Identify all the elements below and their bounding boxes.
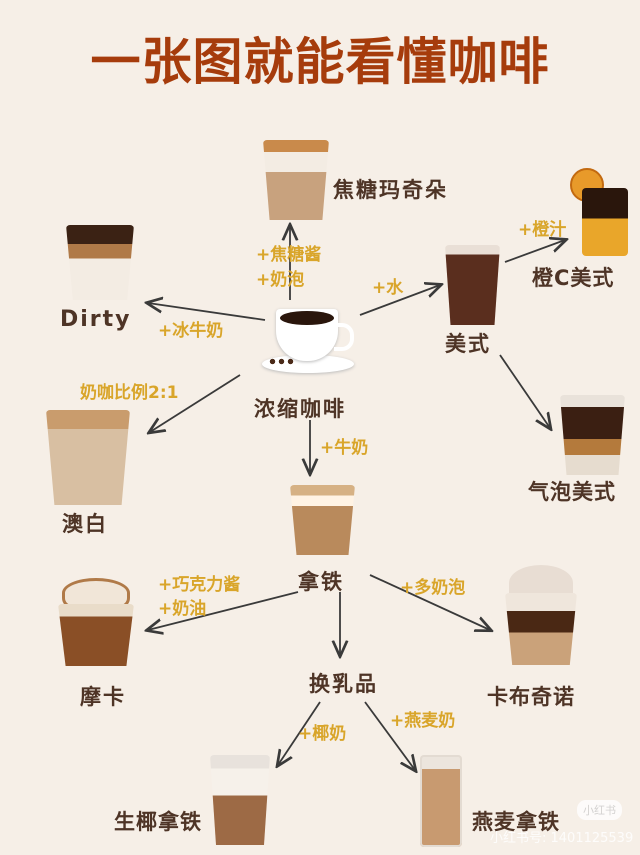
arrow-to-sparkling-americano — [499, 354, 550, 428]
annotation-foam: +奶泡 — [256, 270, 305, 290]
annotation-ratio: 奶咖比例2:1 — [80, 383, 179, 403]
latte-image — [290, 485, 355, 555]
annotation-more-foam: +多奶泡 — [400, 578, 466, 598]
arrow-to-oat-latte — [364, 701, 415, 770]
orange-americano-image — [568, 168, 630, 258]
americano-image — [445, 245, 500, 325]
page-title: 一张图就能看懂咖啡 — [90, 33, 550, 91]
arrow-to-mocha — [148, 591, 299, 630]
sparkling-americano-image — [560, 395, 625, 475]
coconut-latte-image — [210, 755, 270, 845]
cappuccino-image — [505, 565, 577, 667]
arrow-to-cappuccino — [369, 574, 490, 630]
arrow-to-coconut-latte — [278, 701, 321, 765]
node-cappuccino: 卡布奇诺 — [487, 685, 575, 709]
node-mocha: 摩卡 — [80, 685, 126, 709]
annotation-cream: +奶油 — [158, 599, 207, 619]
annotation-oat-milk: +燕麦奶 — [390, 711, 456, 731]
node-sparkling-americano: 气泡美式 — [528, 480, 616, 504]
mocha-image — [50, 578, 140, 668]
arrow-to-orange-americano — [504, 240, 565, 263]
node-espresso: 浓缩咖啡 — [254, 397, 346, 421]
watermark-badge: 小红书 — [577, 800, 622, 820]
espresso-cup-image — [262, 305, 354, 377]
node-americano: 美式 — [445, 332, 491, 356]
caramel-macchiato-image — [263, 140, 329, 220]
annotation-caramel: +焦糖酱 — [256, 245, 322, 265]
annotation-cold-milk: +冰牛奶 — [158, 321, 224, 341]
annotation-milk: +牛奶 — [320, 438, 369, 458]
node-oat-latte: 燕麦拿铁 — [472, 810, 560, 834]
node-orange-americano: 橙C美式 — [532, 266, 615, 290]
flat-white-image — [46, 410, 130, 505]
annotation-coconut-milk: +椰奶 — [298, 724, 347, 744]
annotation-water: +水 — [372, 278, 404, 298]
node-dirty: Dirty — [60, 307, 132, 332]
oat-latte-image — [420, 755, 462, 847]
watermark-id: 小红书号: 1401125539 — [490, 831, 634, 846]
annotation-chocolate: +巧克力酱 — [158, 575, 241, 595]
node-latte: 拿铁 — [298, 570, 344, 594]
arrow-to-americano — [359, 285, 440, 316]
node-flat-white: 澳白 — [62, 512, 108, 536]
node-caramel-macchiato: 焦糖玛奇朵 — [333, 178, 448, 202]
arrow-to-dirty — [148, 303, 266, 321]
annotation-orange-juice: +橙汁 — [518, 220, 567, 240]
arrow-to-flat-white — [150, 374, 241, 432]
node-coconut-latte: 生椰拿铁 — [114, 810, 202, 834]
node-milk-swap: 换乳品 — [309, 672, 378, 696]
dirty-image — [66, 225, 134, 300]
